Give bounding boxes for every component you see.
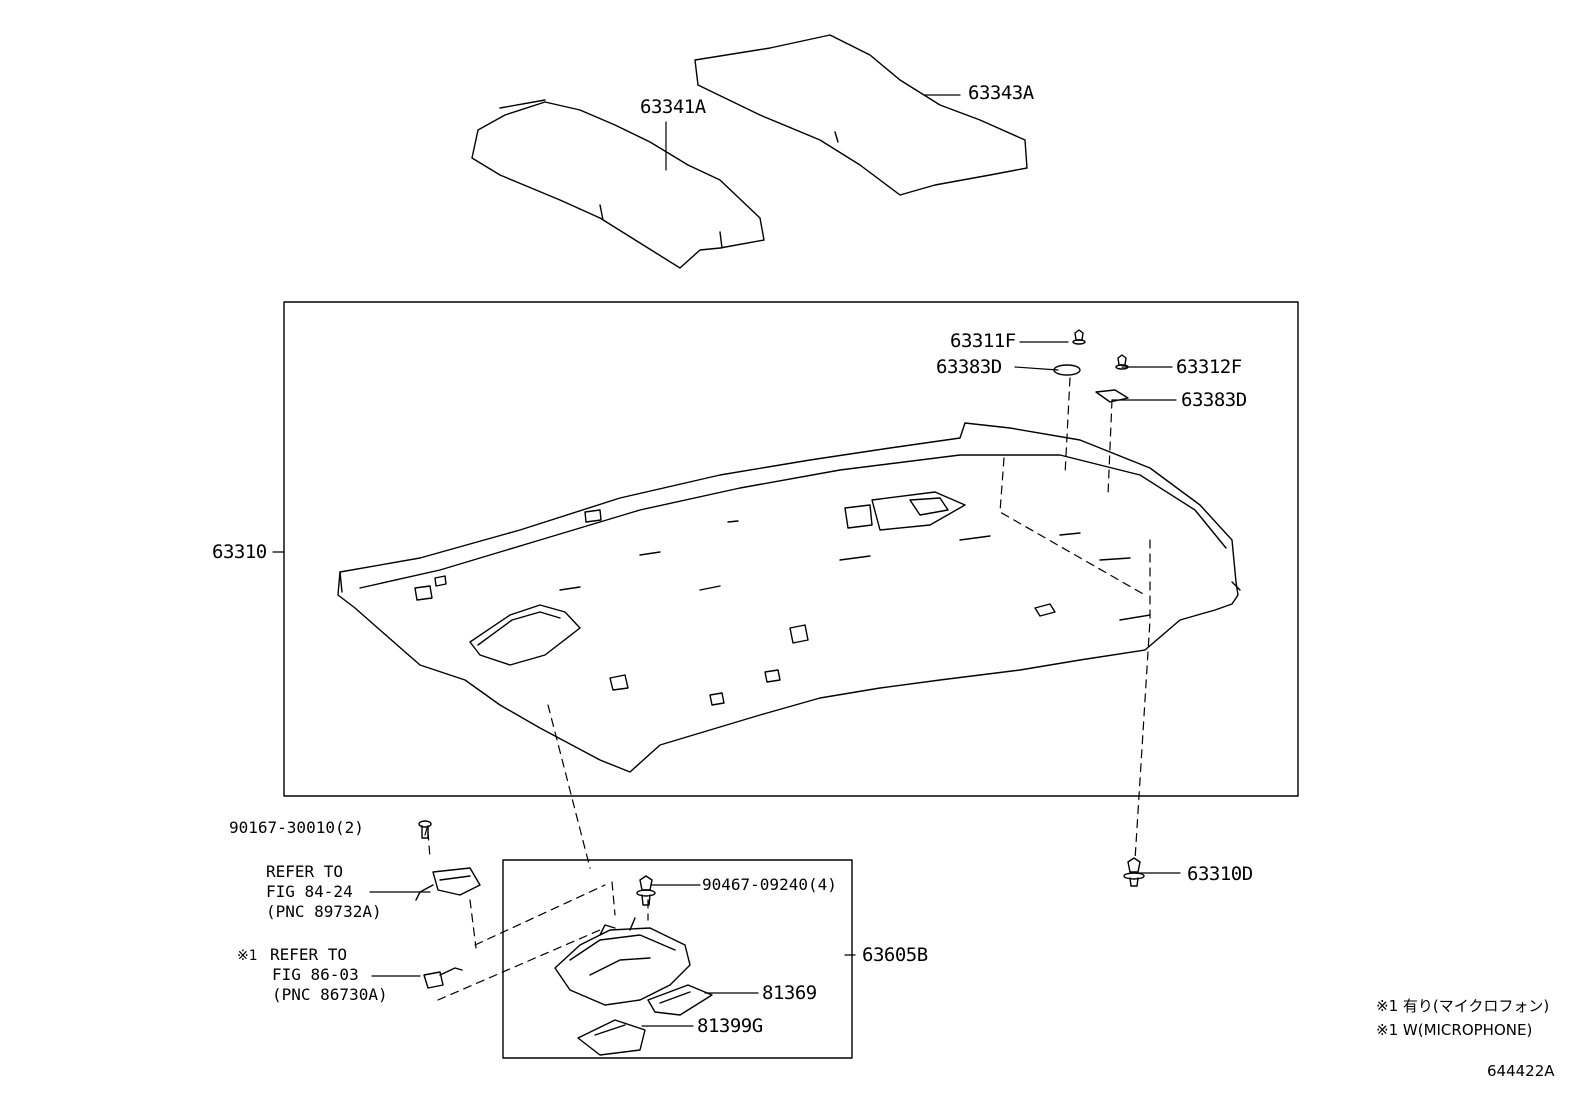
sensor-assembly xyxy=(415,867,481,901)
microphone-assembly xyxy=(423,967,463,989)
ref1-line3: (PNC 89732A) xyxy=(266,902,382,921)
label-63383D-left: 63383D xyxy=(936,356,1002,378)
ref2-line2: FIG 86-03 xyxy=(272,965,359,984)
overhead-console-frame xyxy=(502,859,853,1059)
clip-63312F xyxy=(1115,354,1129,370)
ref1-line1: REFER TO xyxy=(266,862,344,881)
insulator-pad-63341A xyxy=(471,99,765,269)
pad-63383D-right xyxy=(1095,389,1129,403)
cover-81399G xyxy=(577,1019,646,1056)
pad-63383D-left xyxy=(1053,364,1081,376)
clip-63310D xyxy=(1123,857,1145,887)
label-63343A: 63343A xyxy=(968,82,1034,104)
headliner-frame xyxy=(283,301,1299,797)
label-81369: 81369 xyxy=(762,982,817,1004)
label-90467: 90467-09240(4) xyxy=(702,875,837,894)
label-81399G: 81399G xyxy=(697,1015,763,1037)
label-63341A: 63341A xyxy=(640,96,706,118)
label-63311F: 63311F xyxy=(950,330,1016,352)
label-63312F: 63312F xyxy=(1176,356,1242,378)
label-63310: 63310 xyxy=(212,541,267,563)
label-63605B: 63605B xyxy=(862,944,928,966)
ref2-mark: ※1 xyxy=(237,948,258,964)
clip-63311F xyxy=(1072,329,1086,345)
screw-90167 xyxy=(418,820,432,839)
ref2-line1: REFER TO xyxy=(270,945,348,964)
footnote-line1: ※1 有り(マイクロフォン) xyxy=(1376,997,1550,1015)
figure-code: 644422A xyxy=(1487,1062,1555,1080)
label-90167: 90167-30010(2) xyxy=(229,818,364,837)
footnote-line2: ※1 W(MICROPHONE) xyxy=(1376,1021,1533,1039)
insulator-pad-63343A xyxy=(694,34,1028,196)
ref2-line3: (PNC 86730A) xyxy=(272,985,388,1004)
ref1-line2: FIG 84-24 xyxy=(266,882,353,901)
label-63383D-right: 63383D xyxy=(1181,389,1247,411)
overhead-console-body xyxy=(554,917,691,1006)
lens-81369 xyxy=(647,984,713,1016)
headliner-63310 xyxy=(337,422,1241,773)
clip-90467 xyxy=(636,875,656,906)
guide-lines xyxy=(427,377,1151,1001)
label-63310D: 63310D xyxy=(1187,863,1253,885)
